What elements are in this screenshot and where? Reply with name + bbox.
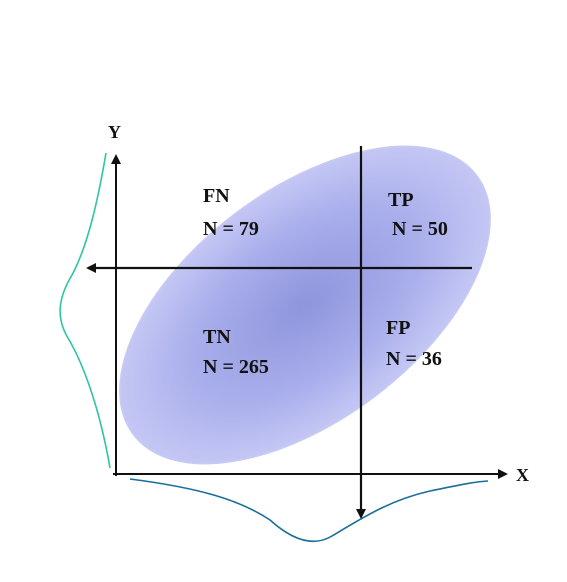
y-marginal-curve xyxy=(59,152,111,469)
tp-quadrant-label: TP xyxy=(388,189,414,211)
fn-quadrant-count: N = 79 xyxy=(203,218,259,240)
x-marginal-curve xyxy=(129,478,489,542)
tn-quadrant-label: TN xyxy=(203,326,231,348)
fn-quadrant-label: FN xyxy=(203,185,230,207)
x-axis-label: X xyxy=(516,465,529,485)
fp-quadrant-label: FP xyxy=(386,317,410,339)
tp-quadrant-count: N = 50 xyxy=(392,218,448,240)
fp-quadrant-count: N = 36 xyxy=(386,348,442,370)
tn-quadrant-count: N = 265 xyxy=(203,356,269,378)
distribution-ellipse xyxy=(119,145,491,465)
y-axis-label: Y xyxy=(108,122,121,142)
